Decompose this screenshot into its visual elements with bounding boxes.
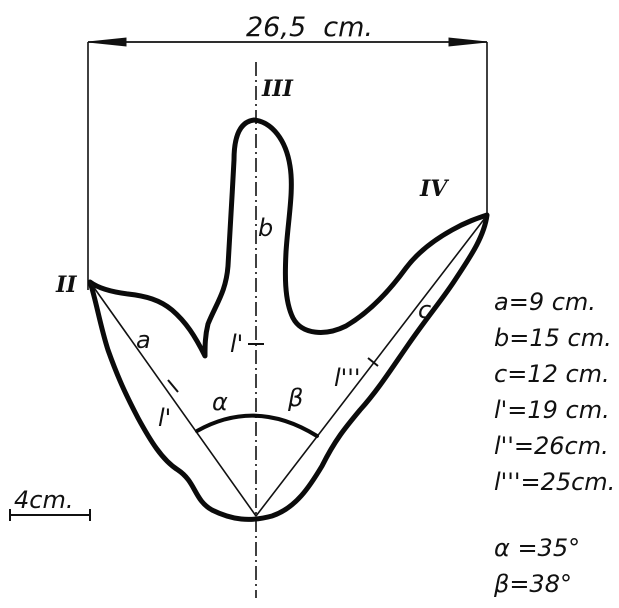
legend-item: a=9 cm. [494, 288, 596, 316]
legend-item: β=38° [493, 570, 572, 598]
length-mark-l1: l' [230, 330, 243, 358]
digit-II-axis [89, 281, 257, 517]
legend-item: l''=26cm. [494, 432, 609, 460]
angle-arc [195, 413, 319, 438]
legend-item: b=15 cm. [494, 324, 612, 352]
digit-label-IV: IV [419, 176, 449, 202]
measurement-legend: a=9 cm. b=15 cm. c=12 cm. l'=19 cm. l''=… [493, 288, 615, 598]
scale-bar [9, 509, 91, 521]
tick-mark-II [167, 379, 179, 393]
footprint-outline [87, 117, 490, 522]
digit-label-II: II [55, 272, 77, 298]
legend-item: α =35° [494, 534, 580, 562]
width-dimension [87, 37, 488, 290]
segment-label-c: c [418, 296, 431, 324]
tick-mark-IV [367, 357, 379, 367]
length-mark-l2: l' [158, 404, 171, 432]
total-width-label: 26,5 cm. [246, 12, 373, 43]
length-mark-l3: l''' [334, 364, 360, 392]
segment-label-b: b [258, 214, 273, 242]
digit-label-III: III [261, 76, 294, 102]
legend-item: l'=19 cm. [494, 396, 610, 424]
legend-item: c=12 cm. [494, 360, 610, 388]
digit-IV-axis [255, 217, 486, 517]
segment-label-a: a [136, 326, 151, 354]
scale-bar-label: 4cm. [14, 486, 73, 514]
legend-item: l'''=25cm. [494, 468, 615, 496]
angle-label-alpha: α [212, 388, 228, 416]
angle-label-beta: β [287, 384, 303, 412]
